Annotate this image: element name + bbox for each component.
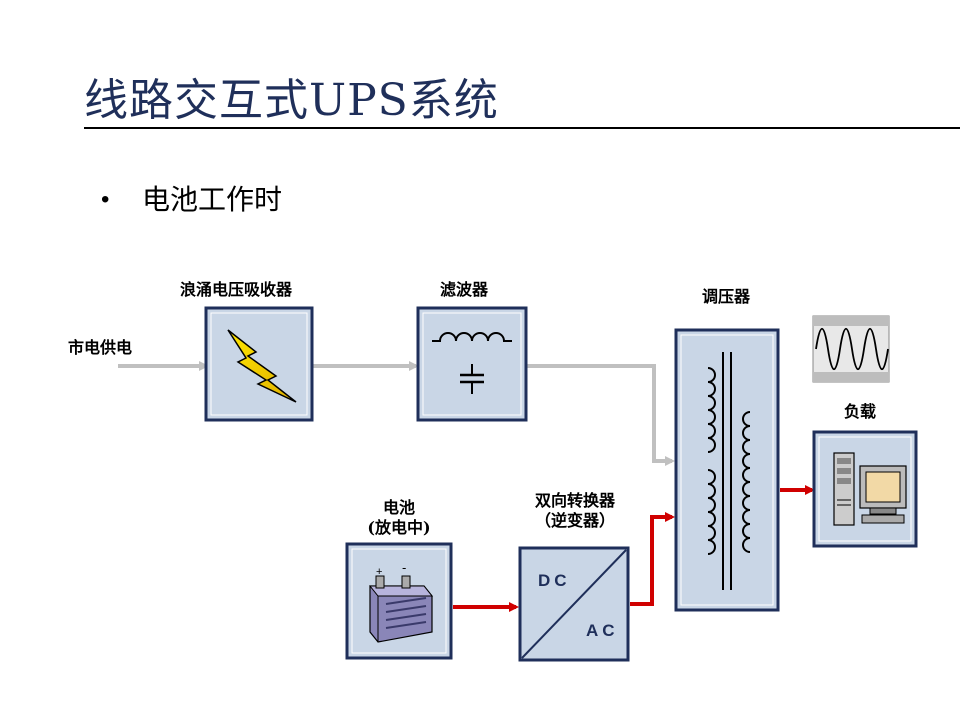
surge-absorber-label: 浪涌电压吸收器 — [180, 280, 293, 299]
transformer-icon — [707, 352, 751, 590]
battery-icon: + - — [368, 560, 434, 643]
bullet-marker: • — [101, 186, 110, 213]
capacitor-icon — [460, 364, 484, 394]
battery-box: + - — [345, 542, 453, 660]
sine-wave-icon — [812, 315, 890, 383]
regulator-label: 调压器 — [702, 287, 751, 306]
load-box — [812, 430, 918, 548]
converter-dc-label: DC — [538, 571, 571, 590]
battery-label-line1: 电池 — [382, 498, 415, 517]
converter-box: DC AC — [518, 546, 630, 662]
battery-minus-label: - — [402, 560, 406, 575]
load-label: 负载 — [844, 402, 877, 421]
battery-plus-label: + — [376, 566, 382, 578]
surge-absorber-box — [204, 306, 314, 422]
inductor-icon — [432, 332, 512, 342]
converter-label-line2: （逆变器） — [534, 511, 615, 530]
regulator-box — [674, 328, 780, 612]
inactive-mains-path — [118, 361, 675, 466]
converter-label: 双向转换器 （逆变器） — [510, 491, 640, 531]
filter-box — [416, 306, 528, 422]
mains-label: 市电供电 — [68, 338, 133, 357]
battery-label-line2: (放电中) — [367, 518, 431, 537]
active-battery-path — [453, 485, 815, 612]
title-divider — [84, 127, 960, 129]
battery-label: 电池 (放电中) — [352, 498, 446, 538]
bullet-text: 电池工作时 — [142, 183, 283, 216]
converter-ac-label: AC — [586, 621, 619, 640]
converter-label-line1: 双向转换器 — [534, 491, 615, 510]
filter-label: 滤波器 — [440, 280, 489, 299]
page-title: 线路交互式UPS系统 — [84, 75, 499, 126]
lightning-bolt-icon — [227, 329, 297, 403]
computer-icon — [833, 452, 907, 526]
